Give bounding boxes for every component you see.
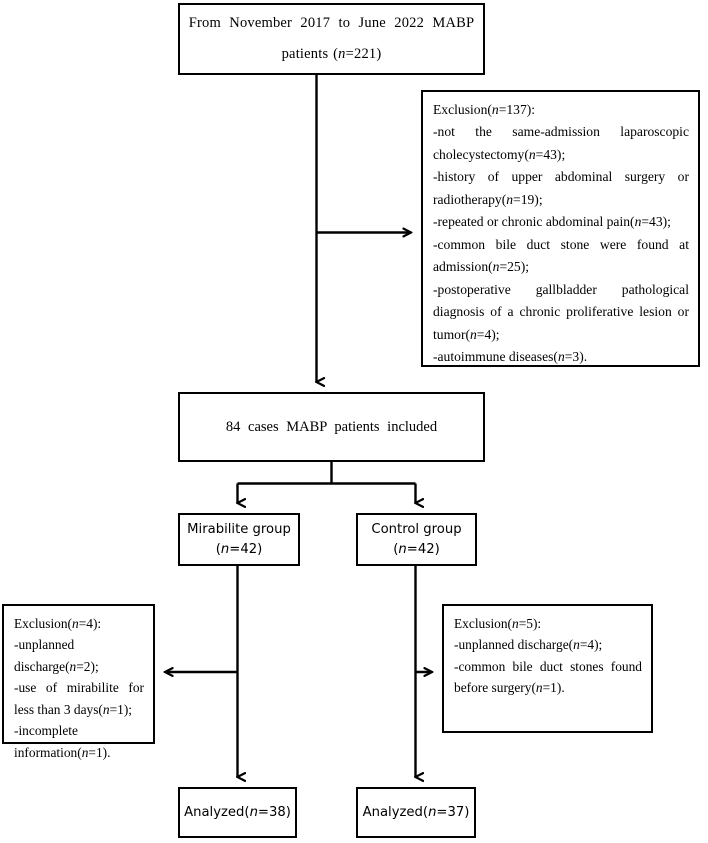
- source-line-1: From November 2017 to June 2022 MABP: [188, 15, 475, 31]
- main-exclusion-item: -autoimmune diseases(n=3).: [433, 349, 588, 365]
- source-population-box: From November 2017 to June 2022 MABP pat…: [178, 3, 485, 75]
- control-exclusion-heading: Exclusion(n=5):: [454, 616, 542, 631]
- control-exclusion-item: -unplanned discharge(n=4);: [454, 637, 603, 653]
- control-group-label: Control group: [371, 522, 462, 537]
- control-group-box: Control group (n=42): [356, 513, 477, 566]
- analyzed-mirabilite-label: Analyzed(n=38): [184, 805, 291, 820]
- mirabilite-exclusion-text: Exclusion(n=4): -unplanned discharge(n=2…: [14, 613, 144, 763]
- main-exclusion-item: -postoperative gallbladder pathological …: [433, 281, 689, 342]
- control-exclusion-box: Exclusion(n=5): -unplanned discharge(n=4…: [442, 604, 653, 733]
- main-exclusion-text: Exclusion(n=137): -not the same-admissio…: [433, 99, 689, 369]
- mirabilite-exclusion-item: -unplanned discharge(n=2);: [14, 637, 99, 674]
- mirabilite-exclusion-item: -use of mirabilite for less than 3 days(…: [14, 680, 144, 717]
- source-line-2: patients (n=221): [281, 46, 382, 62]
- main-exclusion-item: -history of upper abdominal surgery or r…: [433, 169, 689, 207]
- mirabilite-exclusion-heading: Exclusion(n=4):: [14, 616, 102, 631]
- mirabilite-exclusion-item: -incomplete information(n=1).: [14, 723, 111, 760]
- analyzed-mirabilite-box: Analyzed(n=38): [178, 787, 297, 838]
- connector-included-split: [238, 462, 416, 503]
- mirabilite-group-count: (n=42): [215, 542, 263, 557]
- included-patients-box: 84 cases MABP patients included: [178, 392, 485, 462]
- control-group-count: (n=42): [393, 542, 440, 557]
- analyzed-control-box: Analyzed(n=37): [356, 787, 476, 838]
- main-exclusion-box: Exclusion(n=137): -not the same-admissio…: [421, 90, 700, 367]
- analyzed-control-label: Analyzed(n=37): [362, 805, 470, 820]
- control-exclusion-text: Exclusion(n=5): -unplanned discharge(n=4…: [454, 613, 642, 699]
- main-exclusion-item: -repeated or chronic abdominal pain(n=43…: [433, 214, 671, 230]
- mirabilite-group-box: Mirabilite group (n=42): [178, 513, 300, 566]
- main-exclusion-heading: Exclusion(n=137):: [433, 102, 536, 117]
- included-label: 84 cases MABP patients included: [225, 418, 438, 435]
- main-exclusion-item: -not the same-admission laparoscopic cho…: [433, 124, 689, 162]
- main-exclusion-item: -common bile duct stone were found at ad…: [433, 236, 689, 275]
- control-exclusion-item: -common bile duct stones found before su…: [454, 658, 642, 696]
- mirabilite-exclusion-box: Exclusion(n=4): -unplanned discharge(n=2…: [2, 604, 155, 760]
- mirabilite-group-label: Mirabilite group: [187, 522, 291, 537]
